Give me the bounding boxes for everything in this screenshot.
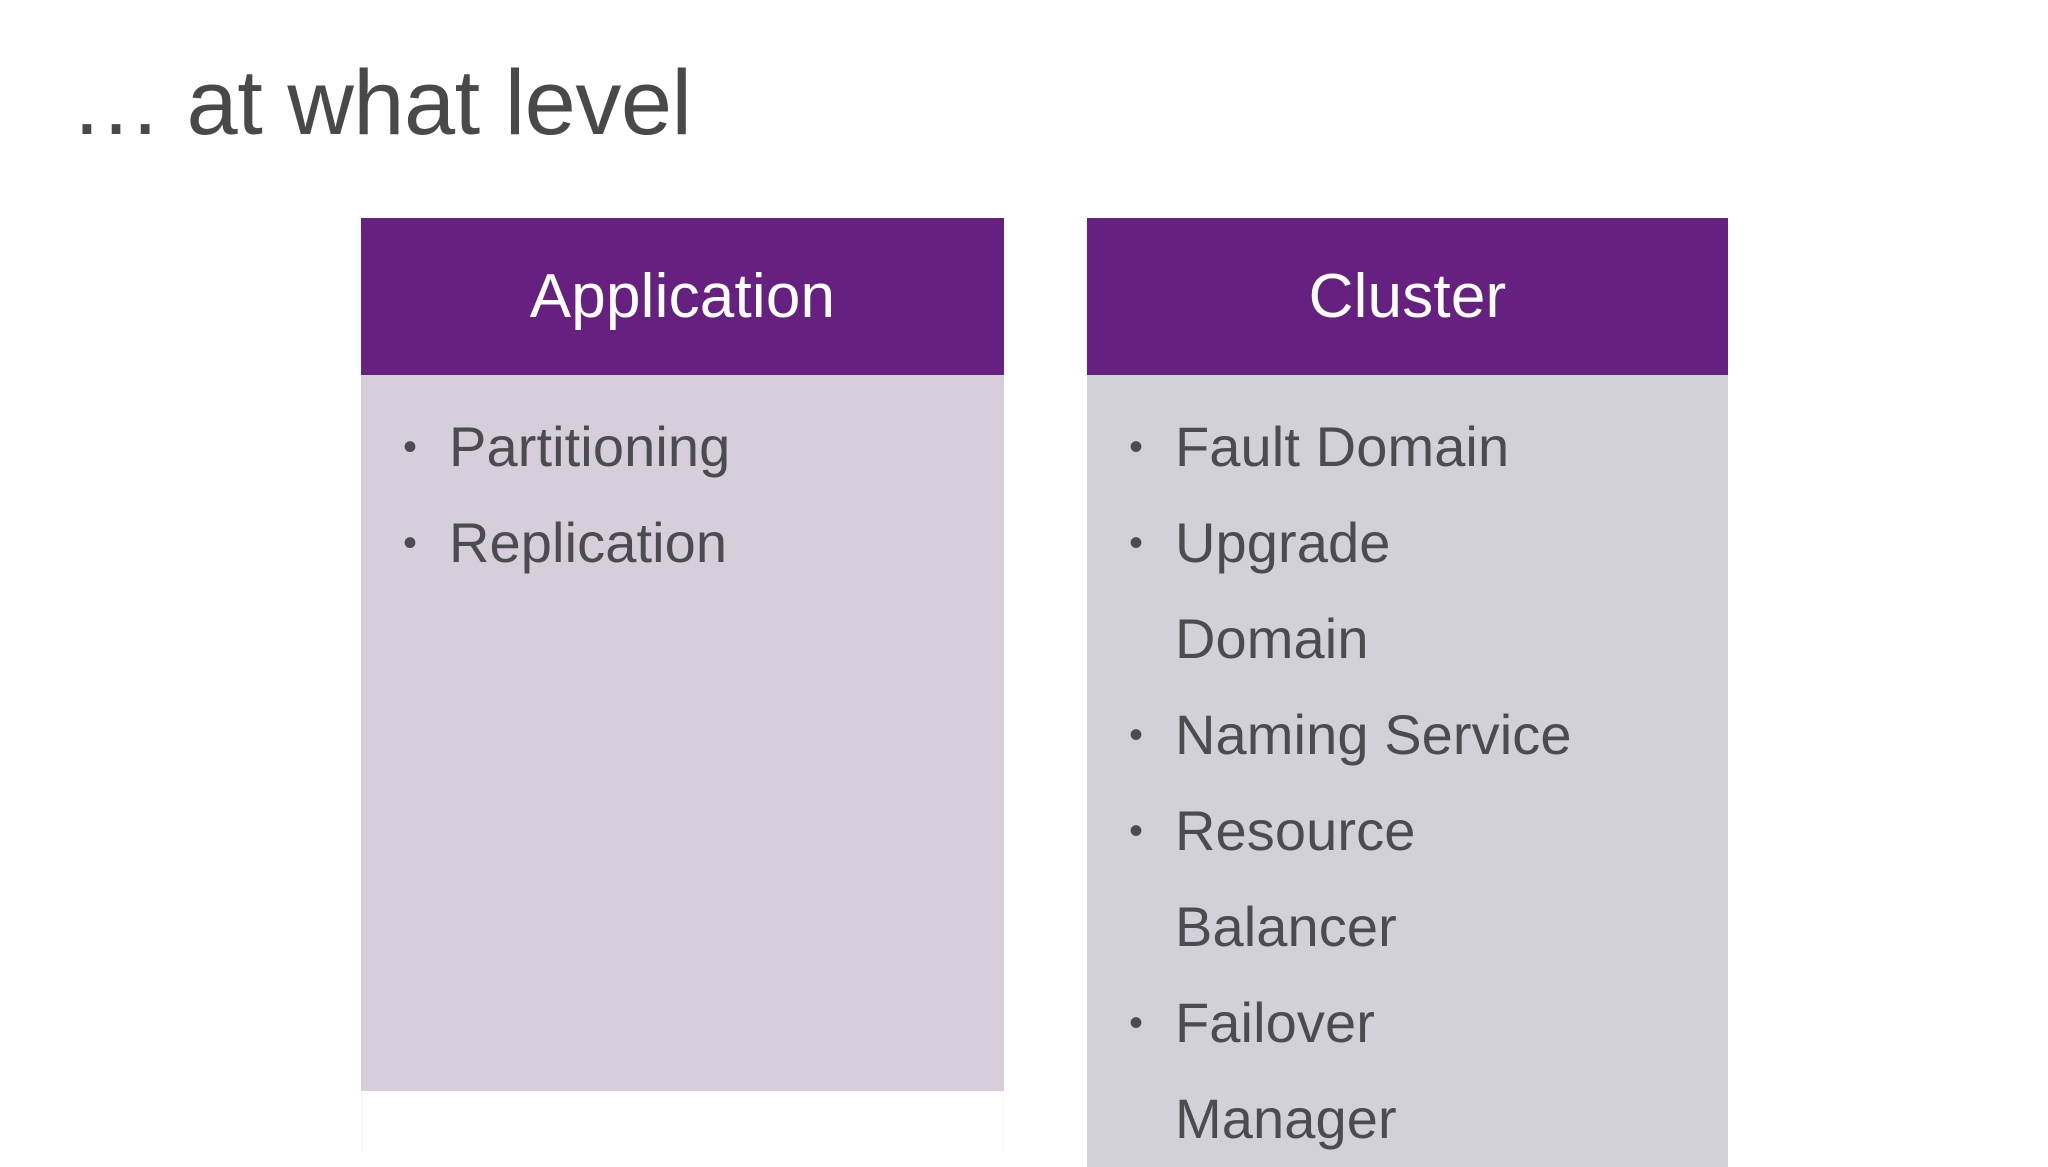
list-item: • Fault Domain [1127, 399, 1698, 495]
list-item-label: Resource Balancer [1175, 799, 1416, 958]
list-item-label: Upgrade Domain [1175, 511, 1391, 670]
list-item: • Failover Manager [1127, 975, 1698, 1167]
list-item: • Resource Balancer [1127, 783, 1698, 975]
column-header-application: Application [361, 218, 1004, 375]
bullet-icon: • [1129, 425, 1144, 469]
bullet-list-cluster: • Fault Domain • Upgrade Domain • Naming… [1127, 399, 1698, 1167]
list-item-label: Naming Service [1175, 703, 1572, 766]
list-item: • Naming Service [1127, 687, 1698, 783]
column-header-cluster: Cluster [1087, 218, 1728, 375]
bullet-icon: • [403, 425, 418, 469]
bullet-icon: • [403, 521, 418, 565]
list-item-label: Failover Manager [1175, 991, 1397, 1150]
list-item: • Upgrade Domain [1127, 495, 1698, 687]
list-item: • Partitioning [401, 399, 974, 495]
column-body-cluster: • Fault Domain • Upgrade Domain • Naming… [1087, 375, 1728, 1167]
card-edge-decoration [361, 1091, 1004, 1152]
column-application: Application • Partitioning • Replication [361, 218, 1004, 1091]
column-cluster: Cluster • Fault Domain • Upgrade Domain … [1087, 218, 1728, 1167]
bullet-icon: • [1129, 713, 1144, 757]
bullet-list-application: • Partitioning • Replication [401, 399, 974, 591]
bullet-icon: • [1129, 521, 1144, 565]
bullet-icon: • [1129, 1001, 1144, 1045]
column-body-application: • Partitioning • Replication [361, 375, 1004, 1091]
bullet-icon: • [1129, 809, 1144, 853]
page-title: … at what level [70, 52, 692, 154]
list-item-label: Fault Domain [1175, 415, 1510, 478]
list-item-label: Partitioning [449, 415, 731, 478]
list-item: • Replication [401, 495, 974, 591]
list-item-label: Replication [449, 511, 728, 574]
